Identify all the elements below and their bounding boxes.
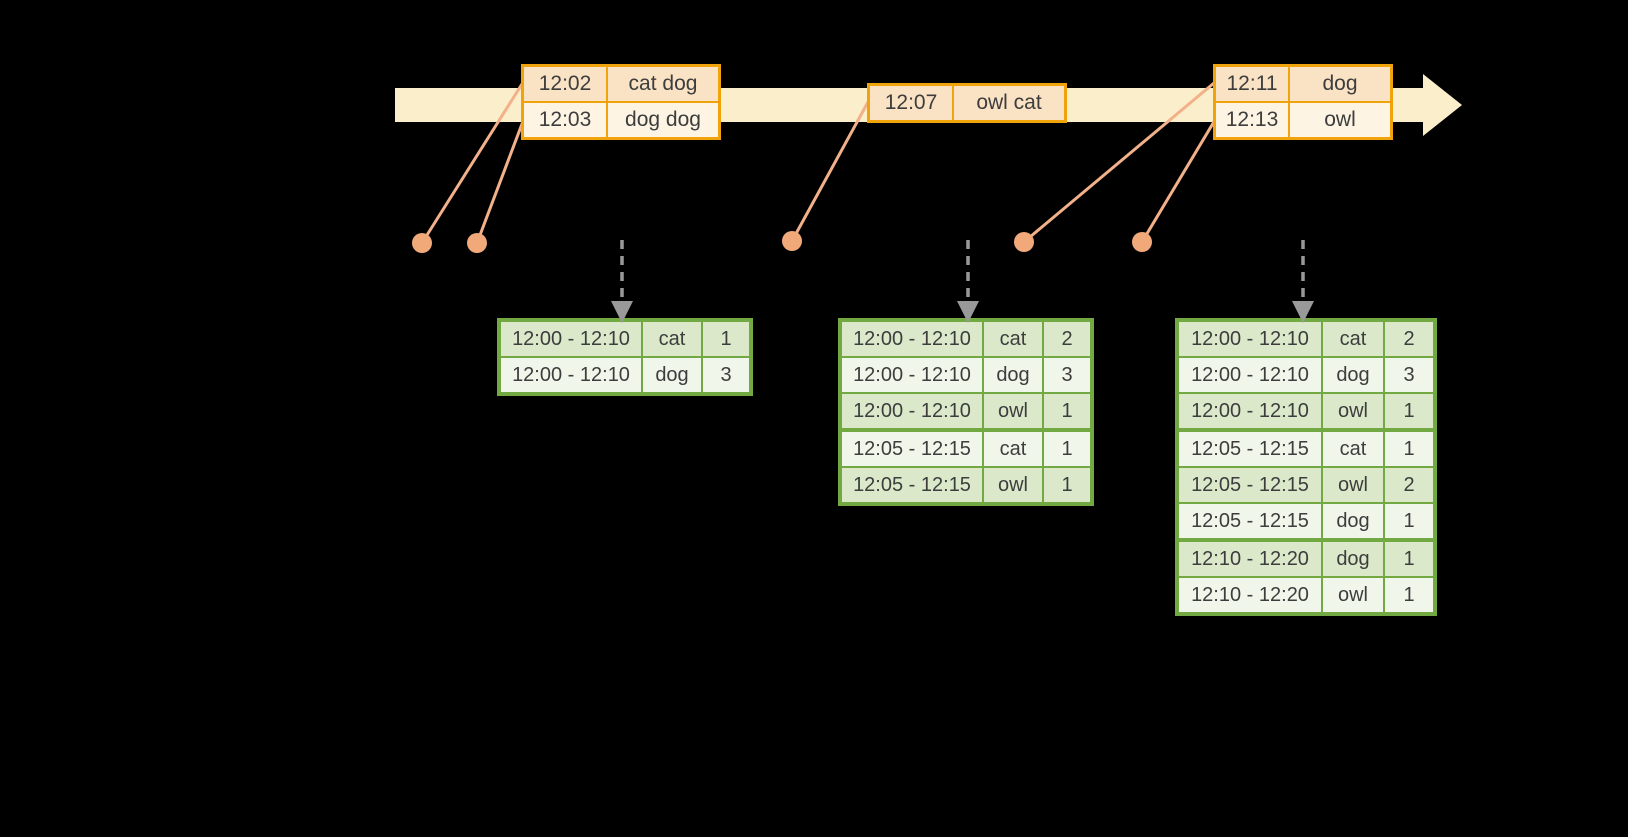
event-time-cell: 12:13 (1216, 103, 1288, 137)
word-cell: dog (1323, 542, 1383, 576)
event-time-cell: 12:02 (524, 67, 606, 101)
window-cell: 12:10 - 12:20 (1179, 542, 1321, 576)
timeline-arrowhead-icon (1423, 74, 1462, 136)
count-cell: 1 (1385, 432, 1433, 466)
window-cell: 12:00 - 12:10 (842, 358, 982, 392)
word-cell: dog (643, 358, 701, 392)
event-connector-line (790, 100, 870, 243)
count-cell: 2 (1385, 468, 1433, 502)
count-cell: 1 (703, 322, 749, 356)
event-words-cell: owl (1290, 103, 1390, 137)
event-connector-line (1022, 81, 1216, 244)
window-cell: 12:00 - 12:10 (842, 322, 982, 356)
event-dot (782, 231, 802, 251)
window-cell: 12:05 - 12:15 (1179, 468, 1321, 502)
word-cell: owl (984, 468, 1042, 502)
event-dot (467, 233, 487, 253)
event-time-cell: 12:11 (1216, 67, 1288, 101)
word-cell: dog (1323, 358, 1383, 392)
window-cell: 12:00 - 12:10 (1179, 394, 1321, 428)
window-cell: 12:00 - 12:10 (501, 358, 641, 392)
word-cell: cat (643, 322, 701, 356)
window-cell: 12:05 - 12:15 (1179, 432, 1321, 466)
event-words-cell: owl cat (954, 86, 1064, 120)
count-cell: 1 (1044, 394, 1090, 428)
word-cell: owl (1323, 468, 1383, 502)
word-cell: cat (1323, 432, 1383, 466)
word-cell: owl (1323, 578, 1383, 612)
event-connector-line (420, 82, 524, 245)
count-cell: 3 (703, 358, 749, 392)
event-dot (1132, 232, 1152, 252)
count-cell: 3 (1385, 358, 1433, 392)
window-cell: 12:00 - 12:10 (501, 322, 641, 356)
window-cell: 12:00 - 12:10 (842, 394, 982, 428)
event-words-cell: cat dog (608, 67, 718, 101)
word-cell: dog (1323, 504, 1383, 538)
count-cell: 1 (1044, 468, 1090, 502)
window-cell: 12:05 - 12:15 (1179, 504, 1321, 538)
event-connector-line (475, 114, 527, 245)
event-words-cell: dog (1290, 67, 1390, 101)
count-cell: 1 (1385, 542, 1433, 576)
word-cell: cat (1323, 322, 1383, 356)
window-cell: 12:00 - 12:10 (1179, 322, 1321, 356)
count-cell: 1 (1044, 432, 1090, 466)
event-dot (1014, 232, 1034, 252)
window-cell: 12:00 - 12:10 (1179, 358, 1321, 392)
word-cell: dog (984, 358, 1042, 392)
count-cell: 2 (1044, 322, 1090, 356)
event-dot (412, 233, 432, 253)
event-connector-line (1140, 118, 1217, 244)
word-cell: owl (984, 394, 1042, 428)
count-cell: 1 (1385, 578, 1433, 612)
event-time-cell: 12:03 (524, 103, 606, 137)
word-cell: owl (1323, 394, 1383, 428)
word-cell: cat (984, 322, 1042, 356)
window-cell: 12:10 - 12:20 (1179, 578, 1321, 612)
word-cell: cat (984, 432, 1042, 466)
count-cell: 2 (1385, 322, 1433, 356)
count-cell: 1 (1385, 504, 1433, 538)
window-cell: 12:05 - 12:15 (842, 468, 982, 502)
count-cell: 1 (1385, 394, 1433, 428)
event-time-cell: 12:07 (870, 86, 952, 120)
count-cell: 3 (1044, 358, 1090, 392)
event-words-cell: dog dog (608, 103, 718, 137)
window-cell: 12:05 - 12:15 (842, 432, 982, 466)
